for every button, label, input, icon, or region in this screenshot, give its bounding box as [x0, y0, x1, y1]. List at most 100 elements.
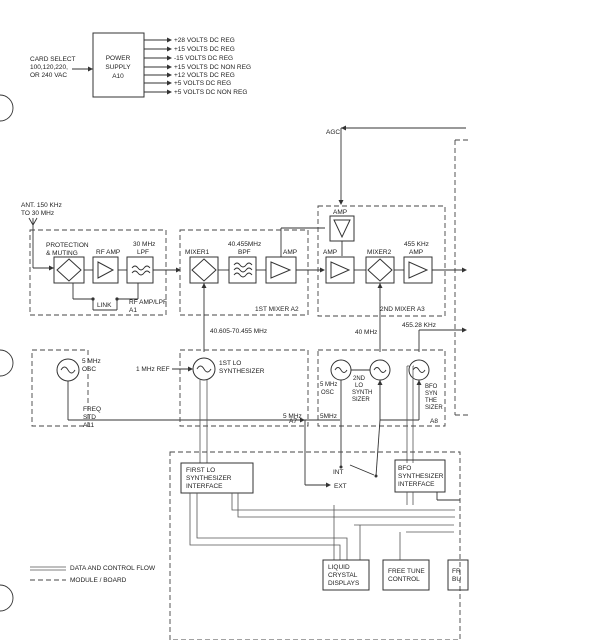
agc-line: AGC: [326, 125, 470, 416]
power-output-0: +28 VOLTS DC REG: [174, 37, 235, 44]
antenna-label-2: TO 30 MHz: [21, 210, 54, 217]
a7-border: [179, 349, 309, 427]
power-output-arrows: [144, 37, 172, 95]
bfo-label-3: THE: [425, 398, 437, 404]
bandpass-icon: [233, 262, 253, 268]
rf-amp-box: [92, 256, 119, 284]
antenna-icon: [28, 217, 38, 236]
power-output-3: +15 VOLTS DC NON REG: [174, 64, 251, 71]
card-select-line2: 100,120,220,: [30, 64, 68, 71]
bfo-interface-box: [394, 459, 446, 493]
amp-icon: [330, 261, 351, 279]
amp-icon: [408, 261, 429, 279]
power-output-2: -15 VOLTS DC REG: [174, 55, 233, 62]
sine-wave-icon: [334, 367, 348, 373]
a8-border: [317, 349, 446, 427]
amp-top-label: AMP: [333, 209, 347, 216]
freq-std-border: [31, 349, 89, 427]
first-lo-interface-box: [180, 462, 254, 494]
bfo-label-1: BFO: [425, 384, 438, 390]
diamond-symbol: [56, 258, 82, 282]
lcd-label-3: DISPLAYS: [328, 580, 360, 587]
a8-label: A8: [430, 418, 438, 425]
mixer1-label: MIXER1: [185, 249, 210, 256]
freq3-label: 455.28 KHz: [402, 322, 436, 329]
fmhz2-label: 5MHz: [320, 413, 337, 420]
bpf-label-1: 40.455MHz: [228, 241, 261, 248]
ref-label: 1 MHz REF: [136, 366, 170, 373]
link-label: LINK: [97, 302, 112, 309]
amp3-label-1: 455 KHz: [404, 241, 429, 248]
osc-label-2: OSC: [82, 366, 96, 373]
power-supply-section: CARD SELECT 100,120,220, OR 240 VAC POWE…: [30, 32, 251, 98]
antenna-label-1: ANT. 150 KHz: [21, 202, 62, 209]
power-supply-label2: SUPPLY: [105, 64, 131, 71]
lo2-label-3: SYNTH: [352, 390, 372, 396]
legend-data-label: DATA AND CONTROL FLOW: [70, 565, 156, 572]
control-border: [169, 451, 461, 640]
control-section: FIRST LO SYNTHESIZER INTERFACE BFO SYNTH…: [169, 451, 469, 640]
amp1-label: AMP: [283, 249, 297, 256]
power-output-4: +12 VOLTS DC REG: [174, 72, 235, 79]
lo2-label-1: 2ND: [353, 376, 366, 382]
int-ext-switch: 5MHz INT EXT: [304, 413, 381, 490]
power-supply-box: [92, 32, 145, 98]
first-lo-if-label-3: INTERFACE: [186, 483, 223, 490]
card-select-line1: CARD SELECT: [30, 56, 76, 63]
fr-label-1: FR: [452, 568, 461, 575]
mixer-diamond-icon: [367, 258, 393, 282]
card-select-line3: OR 240 VAC: [30, 72, 67, 79]
power-supply-label1: POWER: [106, 55, 131, 62]
osc2-label-1: 5 MHz: [320, 382, 337, 388]
lcd-label-2: CRYSTAL: [328, 572, 358, 579]
agc-label: AGC: [326, 129, 340, 136]
lo2-label-2: LO: [355, 383, 363, 389]
first-lo-if-label-1: FIRST LO: [186, 467, 215, 474]
a7-label: A7: [289, 418, 297, 425]
lcd-box: [322, 559, 370, 591]
fr-label-2: BU: [452, 576, 461, 583]
rf-module-border: [29, 229, 167, 316]
power-supply-label3: A10: [112, 73, 124, 80]
lo1-label-1: 1ST LO: [219, 360, 241, 367]
first-mixer-module: MIXER1 40.455MHz BPF AMP 1ST MIXER A2: [179, 227, 325, 316]
lcd-label-1: LIQUID: [328, 564, 350, 571]
lo1-circle: [192, 357, 216, 381]
freq1-label: 40.605-70.455 MHz: [210, 328, 267, 335]
amp-icon: [270, 261, 292, 279]
front-panel-box: [447, 559, 469, 591]
power-output-6: +5 VOLTS DC NON REG: [174, 89, 247, 96]
rf-module-label-1: RF AMP/LPF: [129, 299, 167, 306]
rf-amp-label: RF AMP: [96, 249, 120, 256]
mixer-a3-border: [317, 205, 446, 317]
freq-std-label-3: A11: [83, 422, 94, 429]
amp-icon: [97, 261, 115, 279]
bfo-label-4: SIZER: [425, 405, 443, 411]
sine-wave-icon: [196, 365, 212, 373]
first-lo-if-label-2: SYNTHESIZER: [186, 475, 232, 482]
lpf-label-2: LPF: [137, 249, 149, 256]
protection-label-2: & MUTING: [46, 250, 78, 257]
osc-label-1: 5 MHz: [82, 358, 101, 365]
rf-module-label-2: A1: [129, 307, 137, 314]
lo-signal-lines: 40.605-70.455 MHz 40 MHz 455.28 KHz: [201, 283, 467, 352]
filter-icon: [131, 265, 151, 271]
bfo-if-label-1: BFO: [398, 465, 411, 472]
freq2-label: 40 MHz: [355, 329, 377, 336]
bfo-if-label-2: SYNTHESIZER: [398, 473, 444, 480]
bfo-if-label-3: INTERFACE: [398, 481, 435, 488]
a8-module: 5 MHz OSC 2ND LO SYNTH SIZER BFO SYN THE…: [317, 349, 446, 463]
freq-std-module: 5 MHz OSC FREQ STD A11 5 MHz: [31, 349, 340, 429]
amp-icon: [333, 219, 351, 239]
mixer2-box: [365, 256, 395, 284]
punch-hole: [0, 584, 14, 612]
free-tune-label-1: FREE TUNE: [388, 568, 425, 575]
freq-std-label-2: STD: [83, 414, 96, 421]
bpf-label-2: BPF: [238, 249, 251, 256]
ext-label: EXT: [334, 483, 347, 490]
protection-label-1: PROTECTION: [46, 242, 89, 249]
mixer-a2-border: [179, 229, 309, 316]
first-lo-module: 1 MHz REF 1ST LO SYNTHESIZER A7: [136, 349, 309, 463]
power-output-1: +15 VOLTS DC REG: [174, 46, 235, 53]
